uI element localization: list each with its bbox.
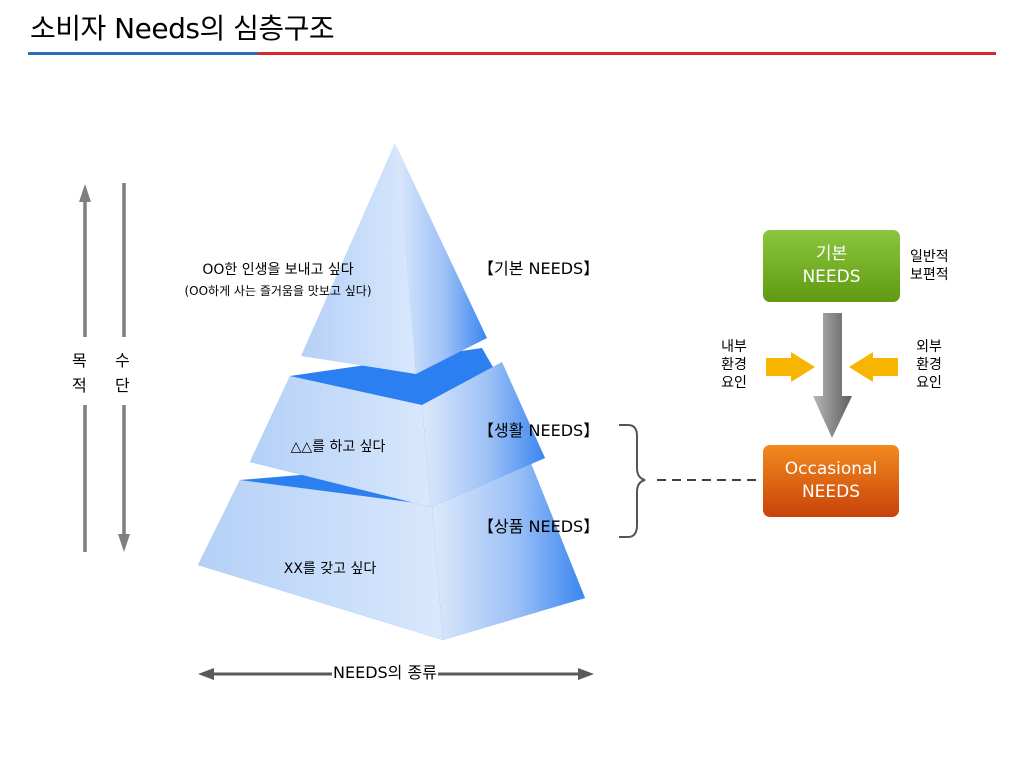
needs-type-axis-label: NEEDS의 종류 (332, 663, 438, 682)
down-arrow (813, 313, 852, 438)
basic-needs-note: 일반적 보편적 (910, 248, 949, 284)
basic-needs-box-line2: NEEDS (802, 267, 861, 287)
purpose-axis-label: 목 적 (72, 348, 87, 398)
top-tier-label: OO한 인생을 보내고 싶다 (202, 262, 354, 278)
bottom-tier-label: XX를 갖고 싶다 (283, 561, 377, 577)
internal-factor-line3: 요인 (721, 375, 747, 391)
internal-factor-label: 내부 환경 요인 (708, 338, 760, 392)
purpose-label-char-1: 목 (72, 351, 87, 370)
basic-needs-label: 【기본 NEEDS】 (478, 259, 600, 278)
title-underline-blue (28, 52, 258, 55)
external-factor-arrow (849, 352, 898, 382)
page-title: 소비자 Needs의 심층구조 (30, 12, 335, 45)
external-factor-line3: 요인 (916, 375, 942, 391)
external-factor-line2: 환경 (916, 357, 942, 373)
pyramid-middle-tier (250, 348, 545, 507)
internal-factor-arrow (766, 352, 815, 382)
life-needs-label: 【생활 NEEDS】 (478, 421, 600, 440)
pyramid-bottom-tier (198, 456, 585, 640)
occasional-needs-box: Occasional NEEDS (763, 445, 899, 517)
external-factor-line1: 외부 (916, 339, 942, 355)
occasional-needs-box-line2: NEEDS (801, 482, 861, 502)
needs-bracket (619, 424, 646, 538)
means-label-char-1: 수 (115, 351, 130, 370)
basic-needs-box: 기본 NEEDS (763, 230, 900, 302)
basic-note-line2: 보편적 (910, 267, 949, 283)
means-label-char-2: 단 (115, 376, 130, 395)
product-needs-label: 【상품 NEEDS】 (478, 517, 600, 536)
title-underline-red (258, 52, 996, 55)
middle-tier-label: △△를 하고 싶다 (290, 439, 386, 455)
internal-factor-line2: 환경 (721, 357, 747, 373)
purpose-label-char-2: 적 (72, 376, 87, 395)
internal-factor-line1: 내부 (721, 339, 747, 355)
basic-note-line1: 일반적 (910, 249, 949, 265)
top-tier-sublabel: (OO하게 사는 즐거움을 맛보고 싶다) (184, 284, 372, 298)
occasional-needs-box-line1: Occasional (784, 459, 878, 479)
basic-needs-box-line1: 기본 (815, 244, 848, 264)
external-factor-label: 외부 환경 요인 (903, 338, 955, 392)
axis-label-backdrop (70, 337, 140, 405)
means-axis-label: 수 단 (115, 348, 130, 398)
pyramid-top-tier (301, 143, 487, 374)
